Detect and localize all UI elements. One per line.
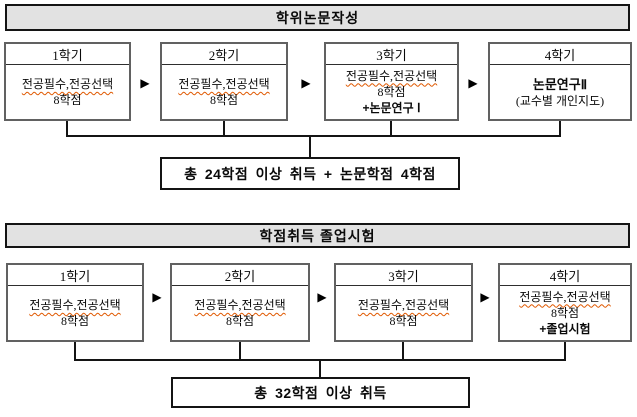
semester-term-label: 2학기 [162, 44, 286, 65]
arrow-right-icon: ▶ [468, 76, 478, 90]
semester-content: 전공필수,전공선택 8학점 +졸업시험 [500, 286, 630, 340]
semester-content: 전공필수,전공선택 8학점 +논문연구 Ⅰ [326, 65, 457, 119]
summary-box-exam-track: 총 32학점 이상 취득 [171, 377, 470, 408]
exam-semester3-box: 3학기 전공필수,전공선택 8학점 [334, 263, 473, 342]
arrow-right-icon: ▶ [317, 290, 327, 304]
semester-term-label: 3학기 [336, 265, 471, 286]
exam-semester1-box: 1학기 전공필수,전공선택 8학점 [6, 263, 144, 342]
course-line: 전공필수,전공선택 [345, 68, 438, 83]
connector-line [66, 135, 561, 137]
section-title: 학점취득 졸업시험 [259, 227, 376, 244]
semester-content: 전공필수,전공선택 8학점 [336, 286, 471, 340]
section-header-thesis-track: 학위논문작성 [5, 4, 630, 31]
thesis-research-line: 논문연구Ⅱ [532, 76, 588, 92]
semester-content: 논문연구Ⅱ (교수별 개인지도) [490, 65, 630, 119]
extra-requirement-line: +논문연구 Ⅰ [362, 100, 421, 115]
arrow-right-icon: ▶ [152, 290, 162, 304]
connector-line [402, 342, 404, 361]
section-title: 학위논문작성 [275, 9, 360, 26]
semester-term-label: 2학기 [172, 265, 308, 286]
connector-line [239, 342, 241, 361]
semester-term-label: 1학기 [8, 265, 142, 286]
summary-box-thesis-track: 총 24학점 이상 취득 + 논문학점 4학점 [160, 157, 460, 190]
credits-line: 8학점 [225, 314, 255, 328]
connector-line [390, 121, 392, 137]
semester-term-label: 4학기 [490, 44, 630, 65]
credits-line: 8학점 [209, 93, 239, 107]
course-line: 전공필수,전공선택 [21, 77, 114, 91]
semester-term-label: 3학기 [326, 44, 457, 65]
connector-line [66, 121, 68, 137]
exam-semester2-box: 2학기 전공필수,전공선택 8학점 [170, 263, 310, 342]
credits-line: 8학점 [60, 314, 90, 328]
course-line: 전공필수,전공선택 [178, 77, 270, 91]
summary-text: 총 32학점 이상 취득 [254, 384, 387, 401]
semester-content: 전공필수,전공선택 8학점 [162, 65, 286, 119]
summary-text: 총 24학점 이상 취득 + 논문학점 4학점 [184, 165, 436, 182]
connector-line [559, 121, 561, 137]
connector-line [223, 121, 225, 137]
connector-line [309, 135, 311, 157]
connector-line [319, 359, 321, 377]
credits-line: 8학점 [377, 84, 406, 99]
credits-line: 8학점 [53, 93, 82, 107]
section-header-exam-track: 학점취득 졸업시험 [5, 223, 630, 248]
semester-content: 전공필수,전공선택 8학점 [6, 65, 129, 119]
course-line: 전공필수,전공선택 [519, 289, 611, 304]
arrow-right-icon: ▶ [480, 290, 490, 304]
arrow-right-icon: ▶ [301, 76, 311, 90]
connector-line [564, 342, 566, 361]
semester-content: 전공필수,전공선택 8학점 [172, 286, 308, 340]
course-line: 전공필수,전공선택 [357, 298, 450, 312]
thesis-semester1-box: 1학기 전공필수,전공선택 8학점 [4, 42, 131, 121]
arrow-right-icon: ▶ [140, 76, 150, 90]
thesis-semester4-box: 4학기 논문연구Ⅱ (교수별 개인지도) [488, 42, 632, 121]
course-line: 전공필수,전공선택 [29, 298, 121, 312]
note-line: (교수별 개인지도) [515, 93, 605, 108]
exam-semester4-box: 4학기 전공필수,전공선택 8학점 +졸업시험 [498, 263, 632, 342]
thesis-semester3-box: 3학기 전공필수,전공선택 8학점 +논문연구 Ⅰ [324, 42, 459, 121]
semester-content: 전공필수,전공선택 8학점 [8, 286, 142, 340]
course-line: 전공필수,전공선택 [194, 298, 286, 312]
semester-term-label: 4학기 [500, 265, 630, 286]
credits-line: 8학점 [389, 314, 418, 328]
extra-requirement-line: +졸업시험 [539, 321, 591, 336]
credits-line: 8학점 [550, 305, 580, 320]
thesis-semester2-box: 2학기 전공필수,전공선택 8학점 [160, 42, 288, 121]
connector-line [74, 342, 76, 361]
semester-term-label: 1학기 [6, 44, 129, 65]
